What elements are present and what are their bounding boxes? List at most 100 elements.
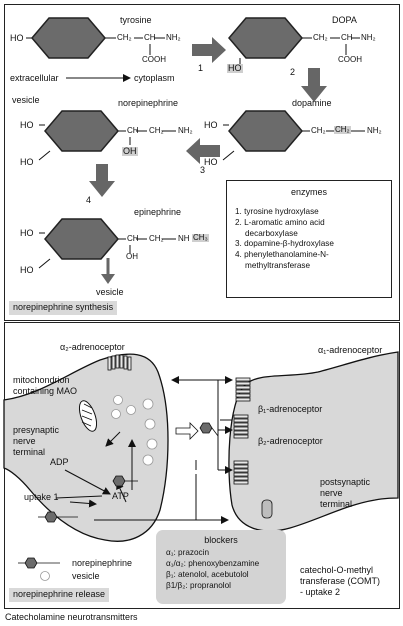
- label-uptake1: uptake 1: [24, 492, 59, 502]
- enzyme-item: 4. phenylethanolamine-N-: [235, 250, 329, 260]
- ch-norepinephrine: CH: [127, 126, 139, 135]
- ch3-epinephrine: CH₃: [192, 233, 209, 242]
- bond-lines: [26, 37, 365, 269]
- label-comt-3: - uptake 2: [300, 587, 341, 597]
- presynaptic-terminal: [3, 353, 169, 542]
- beta2-receptor: [233, 460, 249, 485]
- label-dopa: DOPA: [332, 15, 357, 25]
- label-epinephrine: epinephrine: [134, 207, 182, 217]
- label-beta2: β₂-adrenoceptor: [258, 436, 323, 446]
- ch-epinephrine: CH: [127, 234, 139, 243]
- mitochondrion: [78, 400, 98, 432]
- step-1: 1: [198, 63, 204, 73]
- ring-dopamine: [228, 110, 303, 152]
- label-cytoplasm: cytoplasm: [134, 73, 175, 83]
- label-presyn-2: nerve: [13, 436, 36, 446]
- label-presyn-3: terminal: [13, 447, 46, 457]
- ch2-epinephrine: CH₂: [149, 234, 164, 243]
- postsynaptic-terminal: [228, 351, 399, 532]
- arrow-step-1: [192, 37, 226, 63]
- arrow-step-4: [89, 164, 115, 197]
- label-beta1: β₁-adrenoceptor: [258, 404, 323, 414]
- label-alpha2: α₂-adrenoceptor: [60, 342, 125, 352]
- step-3: 3: [200, 165, 206, 175]
- legend-ne-molecule: [18, 557, 60, 569]
- legend-vesicle: vesicle: [72, 571, 100, 581]
- beta1-receptor: [233, 414, 249, 439]
- enzyme-item: decarboxylase: [245, 228, 298, 238]
- cooh-dopa: COOH: [338, 55, 362, 64]
- ch2a-dopamine: CH₂: [311, 126, 326, 135]
- label-tyrosine: tyrosine: [120, 15, 152, 25]
- enzyme-item: 1. tyrosine hydroxylase: [235, 207, 319, 216]
- oh-norepinephrine: OH: [122, 146, 138, 156]
- ch-dopa: CH: [341, 33, 353, 42]
- nh2-tyrosine: NH₂: [166, 33, 181, 42]
- step-2: 2: [290, 67, 296, 77]
- ch2-dopa: CH₂: [313, 33, 328, 42]
- oh-epinephrine: OH: [126, 252, 138, 261]
- label-postsyn-2: nerve: [320, 488, 343, 498]
- ho2-norepinephrine: HO: [20, 157, 34, 167]
- blocker-item: α₁/α₂: phenoxybenzamine: [166, 558, 260, 568]
- blockers-title: blockers: [204, 535, 238, 545]
- label-vesicle-arrow: vesicle: [96, 287, 124, 297]
- ch2-norepinephrine: CH₂: [149, 126, 164, 135]
- ring-epinephrine: [44, 218, 119, 260]
- enzymes-list: 1. tyrosine hydroxylase 2. L-aromatic am…: [235, 207, 334, 272]
- ho1-norepinephrine: HO: [20, 120, 34, 130]
- release-arrow: [175, 422, 199, 440]
- vesicles: [40, 395, 158, 581]
- uptake-molecule: [38, 511, 78, 523]
- label-presyn-1: presynaptic: [13, 425, 60, 435]
- ch2b-dopamine: CH₂: [334, 125, 351, 134]
- arrow-to-vesicle: [101, 274, 115, 284]
- figure-title: Catecholamine neurotransmitters: [5, 612, 138, 622]
- alpha1-receptor: [235, 377, 251, 402]
- blocker-item: β1/β₂: propranolol: [166, 580, 231, 590]
- enzyme-item: 2. L-aromatic amino acid: [235, 217, 325, 227]
- label-mito-2: containing MAO: [13, 386, 78, 396]
- legend-norepinephrine: norepinephrine: [72, 558, 133, 568]
- ch2-tyrosine: CH₂: [117, 33, 132, 42]
- label-norepinephrine: norepinephrine: [118, 98, 179, 108]
- enzyme-item: 3. dopamine-β-hydroxylase: [235, 239, 334, 249]
- enzyme-item: methyltransferase: [245, 261, 311, 271]
- label-adp: ADP: [50, 457, 69, 467]
- ho1-epinephrine: HO: [20, 228, 34, 238]
- label-comt-2: transferase (COMT): [300, 576, 381, 586]
- blocker-item: α₁: prazocin: [166, 548, 209, 557]
- nh2-dopa: NH₂: [361, 33, 376, 42]
- alpha2-receptor: [107, 354, 132, 371]
- ho-dopa: HO: [227, 63, 243, 73]
- cooh-tyrosine: COOH: [142, 55, 166, 64]
- signal-arrows: [55, 376, 233, 524]
- label-atp: ATP: [112, 491, 129, 501]
- arrow-step-2: [301, 68, 327, 102]
- ring-dopa: [228, 17, 303, 59]
- label-mito-1: mitochondrion: [13, 375, 70, 385]
- ring-tyrosine: [31, 17, 106, 59]
- comt-transporter: [261, 499, 273, 519]
- caption-release: norepinephrine release: [9, 588, 110, 602]
- step-4: 4: [86, 195, 92, 205]
- ch-tyrosine: CH: [144, 33, 156, 42]
- enzymes-title: enzymes: [290, 187, 327, 197]
- ho1-dopamine: HO: [204, 120, 218, 130]
- label-dopamine: dopamine: [292, 98, 332, 108]
- nh-epinephrine: NH: [178, 234, 190, 243]
- label-extracellular: extracellular: [10, 73, 59, 83]
- blockers-box: blockers α₁: prazocin α₁/α₂: phenoxybenz…: [156, 530, 286, 604]
- nh2-dopamine: NH₂: [367, 126, 382, 135]
- ho-tyrosine: HO: [10, 33, 24, 43]
- blocker-item: β₁: atenolol, acebutolol: [166, 569, 249, 579]
- synaptic-molecule: [112, 475, 138, 487]
- ho2-dopamine: HO: [204, 157, 218, 167]
- arrow-step-3: [186, 138, 220, 164]
- ho2-epinephrine: HO: [20, 265, 34, 275]
- label-alpha1: α₁-adrenoceptor: [318, 345, 383, 355]
- ring-norepinephrine: [44, 110, 119, 152]
- enzymes-box: enzymes 1. tyrosine hydroxylase 2. L-aro…: [226, 180, 392, 298]
- ne-molecule-released: [199, 422, 219, 437]
